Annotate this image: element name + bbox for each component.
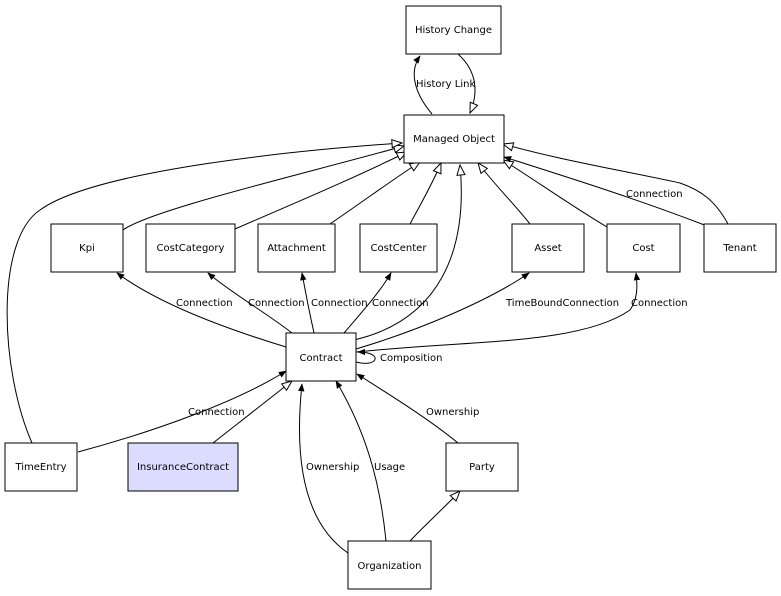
node-party[interactable]: Party: [445, 442, 519, 492]
edge-history-change-to-managed-object: [457, 53, 475, 113]
node-tenant-label: Tenant: [722, 243, 756, 254]
node-managed-object-label: Managed Object: [413, 134, 495, 145]
node-cost-center-label: CostCenter: [371, 243, 428, 254]
node-organization-label: Organization: [358, 561, 422, 572]
edges: [6, 53, 729, 554]
edge-contract-to-cost-category: [207, 272, 293, 334]
edge-label-organization-ownership: Ownership: [306, 462, 359, 473]
node-cost-center[interactable]: CostCenter: [359, 223, 438, 273]
node-party-label: Party: [469, 462, 495, 473]
node-managed-object[interactable]: Managed Object: [403, 114, 505, 164]
edge-label-party-ownership: Ownership: [426, 407, 479, 418]
node-kpi[interactable]: Kpi: [50, 223, 124, 273]
edge-insurance-contract-to-contract: [212, 381, 292, 444]
edge-cost-center-to-managed-object: [409, 163, 441, 225]
edge-organization-ownership-to-contract: [298, 383, 349, 554]
node-time-entry-label: TimeEntry: [14, 462, 66, 473]
edge-label-kpi-connection: Connection: [176, 298, 233, 309]
node-cost-category[interactable]: CostCategory: [145, 223, 236, 273]
node-cost-category-label: CostCategory: [157, 243, 225, 254]
edge-contract-to-managed-object: [353, 165, 461, 341]
edge-label-cost-category-connection: Connection: [248, 298, 305, 309]
edge-labels: History Link Connection Connection Conne…: [176, 79, 688, 473]
nodes: History Change Managed Object Kpi CostCa…: [4, 5, 777, 590]
edge-cost-category-to-managed-object: [234, 152, 407, 230]
node-asset-label: Asset: [534, 243, 561, 254]
node-attachment[interactable]: Attachment: [257, 223, 336, 273]
edge-label-cost-connection: Connection: [631, 298, 688, 309]
edge-managed-object-to-history-change: [413, 55, 433, 115]
edge-label-asset-time-bound-connection: TimeBoundConnection: [505, 298, 619, 309]
edge-contract-composition-loop: [355, 348, 376, 364]
edge-label-attachment-connection: Connection: [311, 298, 368, 309]
node-insurance-contract[interactable]: InsuranceContract: [127, 442, 239, 492]
edge-contract-to-attachment: [300, 272, 315, 334]
node-cost-label: Cost: [632, 243, 654, 254]
node-history-change-label: History Change: [415, 25, 492, 36]
node-contract-label: Contract: [299, 353, 342, 364]
node-tenant[interactable]: Tenant: [703, 223, 777, 273]
node-organization[interactable]: Organization: [347, 540, 432, 590]
edge-label-time-entry-connection: Connection: [188, 407, 245, 418]
node-asset[interactable]: Asset: [511, 223, 585, 273]
node-cost[interactable]: Cost: [606, 223, 681, 273]
edge-contract-to-cost: [355, 272, 641, 353]
edge-cost-to-managed-object: [503, 160, 608, 228]
node-attachment-label: Attachment: [267, 243, 326, 254]
edge-organization-to-party: [409, 491, 460, 542]
edge-label-history-link: History Link: [416, 79, 475, 90]
edge-label-cost-center-connection: Connection: [372, 298, 429, 309]
edge-asset-to-managed-object: [478, 163, 531, 225]
node-contract[interactable]: Contract: [285, 332, 357, 382]
node-history-change[interactable]: History Change: [405, 5, 502, 55]
edge-contract-to-asset: [355, 272, 530, 350]
edge-label-composition: Composition: [380, 353, 442, 364]
edge-label-tenant-connection: Connection: [626, 189, 683, 200]
edge-tenant-connection-to-managed-object: [503, 156, 708, 227]
edge-time-entry-to-contract: [77, 370, 287, 453]
edge-organization-usage-to-contract: [335, 380, 387, 542]
node-time-entry[interactable]: TimeEntry: [4, 442, 78, 492]
node-insurance-contract-label: InsuranceContract: [137, 462, 229, 473]
edge-tenant-to-managed-object: [503, 144, 729, 225]
edge-contract-to-kpi: [116, 272, 287, 348]
edge-kpi-to-managed-object: [122, 146, 404, 231]
edge-party-to-contract: [356, 373, 459, 444]
edge-attachment-to-managed-object: [329, 162, 420, 225]
edge-contract-to-cost-center: [343, 272, 392, 334]
edge-label-organization-usage: Usage: [374, 462, 405, 473]
edge-time-entry-to-managed-object: [6, 143, 402, 444]
node-kpi-label: Kpi: [79, 243, 95, 254]
